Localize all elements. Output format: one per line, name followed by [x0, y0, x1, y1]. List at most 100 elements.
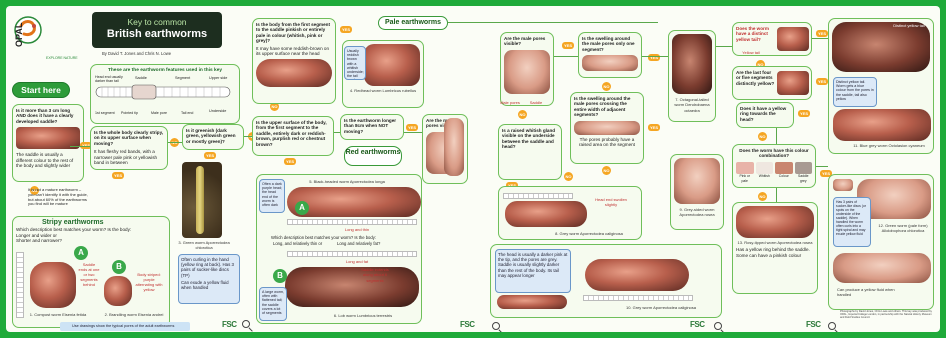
gland-photo: [444, 118, 464, 176]
stripes-note: It has fleshy red bands, with a narrower…: [94, 149, 164, 165]
species-8-photo: [505, 201, 587, 227]
green-species-caption: 3. Green worm Aporrectodea chlorotica: [178, 240, 230, 250]
species-11-caption: 11. Blue grey worm Octolasion cyaneum: [849, 143, 929, 148]
colour-label-1: Whitish: [756, 174, 774, 185]
stripy-heading: Stripy earthworms: [16, 220, 166, 225]
feature-label-segment: Segment: [175, 76, 190, 81]
red-describe-box: Often a dark purple head; the head end o…: [256, 174, 422, 324]
redder-question: Is the body from the first segment to th…: [256, 22, 332, 44]
pale-pores-question: Are the male pores visible?: [504, 36, 550, 47]
octagonal-box: 7. Octagonal-tailed worm Dendrobaena oct…: [668, 30, 716, 122]
fsc-logo: FSC: [690, 320, 705, 329]
note-14: Can produce a yellow fluid when handled: [837, 287, 897, 298]
stripy-marker-b: B: [112, 260, 126, 274]
connector: [334, 132, 340, 133]
stripy-ruler: [16, 252, 24, 318]
species-5-caption: 5. Black-headed worm Aporrectodea longa: [297, 179, 397, 184]
last-photo: [777, 71, 809, 95]
species-4-caption: 4. Redhead worm Lumbricus rubellus: [346, 88, 420, 93]
stripes-question-box: Is the whole body clearly stripy, on its…: [90, 126, 168, 170]
feature-label-first: 1st segment: [95, 111, 115, 116]
legend-bar: Use drawings show the typical pores of t…: [60, 322, 190, 331]
start-question: Is it more than 3 cm long AND does it ha…: [16, 108, 80, 124]
upper-question-box: Is the upper surface of the body, from t…: [252, 116, 334, 156]
title-banner: Key to common British earthworms: [92, 12, 222, 48]
blackhead-note: Often a dark purple head; the head end o…: [259, 179, 285, 213]
species-10-ruler: [583, 295, 693, 301]
start-question-box: Is it more than 3 cm long AND does it ha…: [12, 104, 84, 182]
yellow-ring-box: Does it have a yellow ring towards the h…: [736, 102, 794, 128]
connector: [554, 56, 578, 57]
species-10-photo-a: [497, 295, 567, 309]
saddle-label: Saddle: [526, 100, 546, 105]
connector: [168, 142, 182, 143]
yes-badge: YES: [562, 42, 574, 49]
species-9-photo: [674, 158, 720, 204]
raised-question-box: Is the swelling around the male pores cr…: [570, 92, 644, 164]
stripy-species-b: 2. Brandling worm Eisenia andrei: [102, 312, 166, 317]
no-badge: NO: [758, 132, 767, 141]
feature-label-under: Underside: [209, 109, 226, 114]
species-13-caption: 13. Rosy-tipped worm Aporrectodea rosea: [736, 240, 814, 245]
upper-question: Is the upper surface of the body, from t…: [256, 120, 330, 147]
swelling-question-box: Is the swelling around the male pores on…: [578, 32, 642, 78]
features-box: These are the earthworm features used in…: [90, 64, 240, 124]
swelling-photo: [582, 55, 638, 71]
no-badge: NO: [758, 192, 767, 201]
fat-callout: Saddle extends along about 6 segments: [357, 267, 393, 283]
red-describe-a: Long, and relatively thin or: [273, 241, 322, 246]
lob-note: A large worm, often with flattened tail;…: [259, 287, 287, 321]
longer-question-box: Is the earthworm longer than 8cm when NO…: [340, 114, 404, 140]
magnifier-icon: [714, 322, 722, 330]
stripy-worm-b-photo: [104, 276, 132, 306]
title-line-1: Key to common: [92, 17, 222, 27]
connector: [776, 188, 777, 202]
redder-question-box: Is the body from the first segment to th…: [252, 18, 336, 104]
connector: [812, 38, 828, 39]
swatch-white: [756, 162, 774, 174]
magnifier-icon: [242, 320, 250, 328]
pale-pores-photo: [504, 50, 550, 94]
redder-note: It may have some reddish-brown on its up…: [256, 46, 332, 57]
no-badge: NO: [564, 172, 573, 181]
colour-swatches: [736, 162, 812, 174]
male-pores-label: Male pores: [500, 100, 520, 105]
connector: [716, 46, 732, 47]
species-6-caption: 6. Lob worm Lumbricus terrestris: [313, 313, 413, 318]
callout-8: Head end swollen slightly: [591, 197, 631, 208]
start-note: The saddle is usually a different colour…: [16, 152, 80, 168]
species-9-box: 9. Grey-sided worm Aporrectodea rosea: [670, 154, 724, 230]
octagonal-photo: [672, 34, 712, 94]
stripy-worm-a-photo: [30, 262, 76, 308]
yes-badge: YES: [648, 124, 660, 131]
long-thin-label: Long and thin: [337, 227, 377, 232]
fsc-logo: FSC: [460, 320, 475, 329]
species-11-box: Distinct yellow tail Distinct yellow tai…: [828, 18, 934, 154]
note-12: Has 3 pairs of sucker-like discs (or spo…: [833, 197, 871, 247]
species-13-box: 13. Rosy-tipped worm Aporrectodea rosea …: [732, 202, 818, 294]
authors: By David T. Jones and Chris N. Lowe: [102, 51, 171, 56]
red-marker-a: A: [295, 201, 309, 215]
note-10: The head is usually a darker pink at the…: [495, 249, 571, 293]
opal-logo: OPAL: [12, 10, 46, 68]
green-question-box: Is it greenish (dark green, yellowish gr…: [182, 124, 244, 150]
note-11: Distinct yellow tail. Worm gets a blue c…: [833, 77, 877, 107]
colour-labels: Pink or pale Whitish Colour Saddle grey: [736, 174, 812, 185]
species-10-photo-b: [585, 259, 689, 291]
start-here-button[interactable]: Start here: [12, 82, 70, 98]
connector: [244, 136, 252, 137]
green-question: Is it greenish (dark green, yellowish gr…: [186, 128, 240, 144]
tail-label: Distinct yellow tail: [889, 23, 929, 28]
species-8-box: Head end swollen slightly 8. Grey worm A…: [498, 186, 642, 240]
stripy-callout-a: Saddle ends at one or two segments behin…: [78, 262, 100, 287]
yes-badge: YES: [816, 78, 828, 85]
red-earthworms-label: Red earthworms: [344, 146, 402, 166]
species-8-ruler: [503, 193, 573, 199]
title-line-2: British earthworms: [92, 28, 222, 40]
fsc-logo: FSC: [222, 320, 237, 329]
feature-label-upper: Upper side: [209, 76, 227, 81]
swatch-pink: [736, 162, 754, 174]
yes-badge: YES: [816, 30, 828, 37]
species-12-tiny-photo: [833, 179, 853, 191]
opal-subtitle: EXPLORE NATURE: [46, 56, 86, 60]
